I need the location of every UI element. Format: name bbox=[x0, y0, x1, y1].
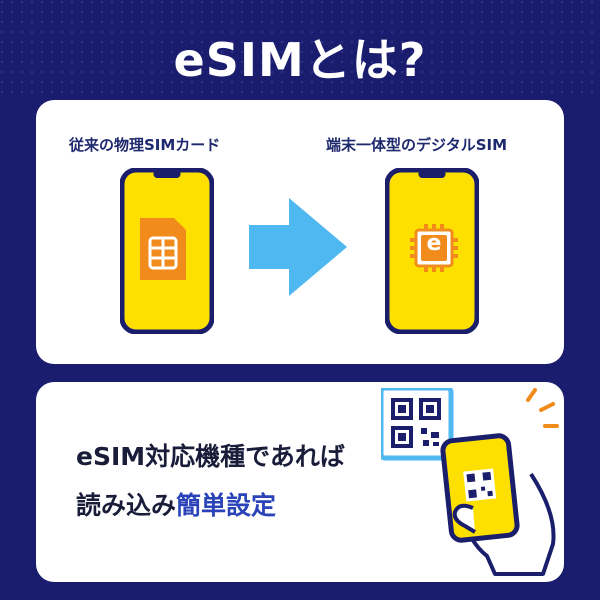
scan-text: 読み込み bbox=[76, 491, 177, 520]
esim-label: 端末一体型のデジタルSIM bbox=[326, 136, 508, 154]
esim-chip-letter: e bbox=[426, 231, 442, 256]
comparison-panel: 従来の物理SIMカード 端末一体型のデジタルSIM e bbox=[36, 100, 564, 364]
sim-card-icon bbox=[140, 218, 186, 280]
page-title: eSIMとは? bbox=[173, 33, 427, 87]
esim-chip-icon bbox=[410, 224, 458, 272]
easy-setup-accent: 簡単設定 bbox=[176, 491, 277, 520]
qr-code-icon bbox=[381, 388, 454, 461]
sparkle-icon bbox=[526, 388, 559, 428]
physical-sim-label: 従来の物理SIMカード bbox=[69, 136, 221, 154]
qr-scan-illustration bbox=[381, 388, 559, 576]
setup-panel: eSIM対応機種であれば 読み込み簡単設定 bbox=[36, 382, 564, 582]
easy-setup-text: 読み込み簡単設定 bbox=[76, 486, 276, 522]
arrow-right-icon bbox=[249, 198, 347, 296]
compatible-device-text: eSIM対応機種であれば bbox=[76, 442, 345, 471]
